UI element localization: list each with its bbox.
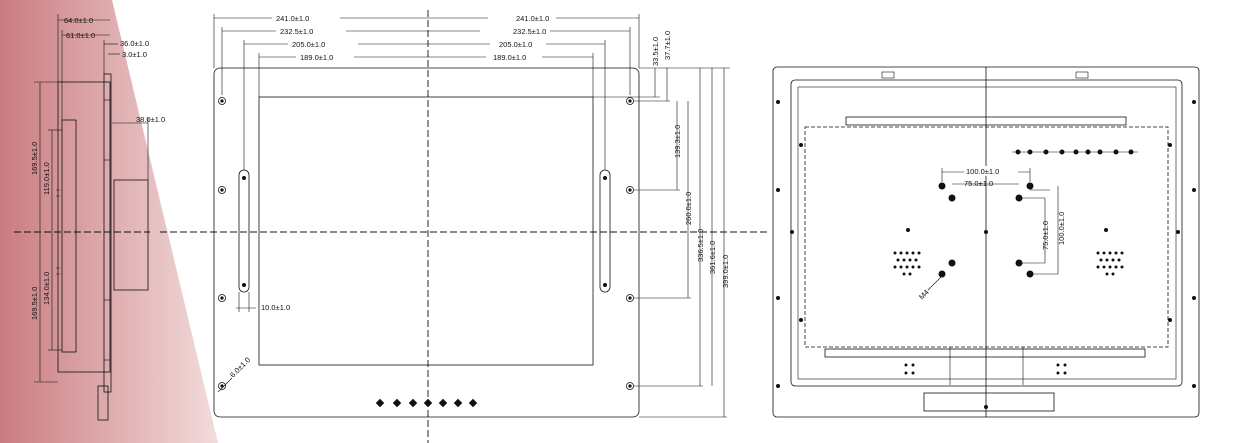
dim-6: 6.0±1.0 xyxy=(228,355,252,379)
rear-speaker-grille-right xyxy=(1096,251,1124,276)
dim-61: 61.0±1.0 xyxy=(66,31,95,40)
dim-rear-75-v: 75.0±1.0 xyxy=(1041,221,1050,250)
decorative-band xyxy=(0,0,218,443)
front-slot-left xyxy=(238,169,250,293)
front-control-buttons xyxy=(375,398,478,408)
rear-stand-plate xyxy=(923,392,1055,412)
dim-139: 139.3±1.0 xyxy=(673,125,682,158)
dim-33: 33.5±1.0 xyxy=(651,37,660,66)
rear-bottom-bracket xyxy=(824,348,1146,358)
dim-rear-100-v: 100.0±1.0 xyxy=(1057,212,1066,245)
side-panel xyxy=(61,119,77,353)
dim-241-right: 241.0±1.0 xyxy=(516,14,549,23)
dim-399: 399.0±1.0 xyxy=(721,255,730,288)
rear-top-bracket xyxy=(845,116,1127,126)
dim-rear-75-h: 75.0±1.0 xyxy=(964,179,993,188)
rear-edge-holes xyxy=(776,100,1196,388)
dim-336: 336.5±1.0 xyxy=(696,229,705,262)
dim-119: 119.0±1.0 xyxy=(42,162,51,195)
dim-205-right: 205.0±1.0 xyxy=(499,40,532,49)
front-display-area xyxy=(258,96,594,366)
dim-232-right: 232.5±1.0 xyxy=(513,27,546,36)
side-bezel xyxy=(103,73,112,393)
dim-3: 3.0±1.0 xyxy=(122,50,147,59)
dim-134: 134.0±1.0 xyxy=(42,272,51,305)
dim-36: 36.0±1.0 xyxy=(120,39,149,48)
side-view: 64.0±1.0 61.0±1.0 36.0±1.0 3.0±1.0 38.0±… xyxy=(14,14,165,421)
dim-rear-100-h: 100.0±1.0 xyxy=(966,167,999,176)
rear-vesa-holes xyxy=(938,182,1034,278)
dim-10: 10.0±1.0 xyxy=(261,303,290,312)
front-mount-holes xyxy=(218,97,634,390)
dim-38: 38.0±1.0 xyxy=(136,115,165,124)
dim-189-right: 189.0±1.0 xyxy=(493,53,526,62)
dim-260: 260.0±1.0 xyxy=(684,192,693,225)
rear-back-cover xyxy=(804,126,1169,348)
dim-169-top: 169.5±1.0 xyxy=(30,142,39,175)
dim-361: 361.6±1.0 xyxy=(708,241,717,274)
front-bezel xyxy=(213,67,640,418)
dim-232-left: 232.5±1.0 xyxy=(280,27,313,36)
side-back-box xyxy=(113,179,149,291)
rear-button-row xyxy=(1012,149,1138,155)
front-slot-right xyxy=(599,169,611,293)
side-bracket xyxy=(97,385,109,421)
dim-37: 37.7±1.0 xyxy=(663,31,672,60)
dim-64: 64.0±1.0 xyxy=(64,16,93,25)
rear-speaker-grille-left xyxy=(893,251,921,276)
dim-241-left: 241.0±1.0 xyxy=(276,14,309,23)
dim-189-left: 189.0±1.0 xyxy=(300,53,333,62)
dim-169-bottom: 169.5±1.0 xyxy=(30,287,39,320)
rear-inner-frame xyxy=(797,86,1177,380)
label-m4: M4 xyxy=(917,288,931,302)
rear-vent-dots xyxy=(904,363,1067,375)
dim-205-left: 205.0±1.0 xyxy=(292,40,325,49)
front-view: 241.0±1.0 241.0±1.0 232.5±1.0 232.5±1.0 … xyxy=(160,10,770,443)
side-housing xyxy=(57,81,111,373)
rear-view: 100.0±1.0 75.0±1.0 75.0±1.0 100.0±1.0 M4 xyxy=(772,66,1200,418)
